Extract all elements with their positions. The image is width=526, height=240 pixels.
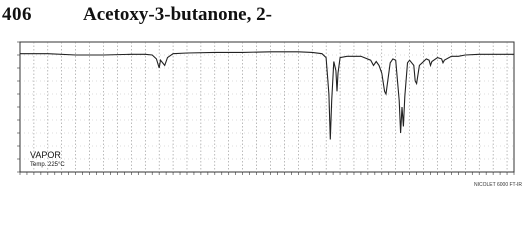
phase-label: VAPOR [30, 150, 61, 160]
plot-grid [20, 42, 514, 172]
compound-name: Acetoxy-3-butanone, 2- [83, 4, 272, 25]
spectrum-line [20, 51, 514, 140]
plot-frame [19, 41, 515, 173]
page-header: 406 Acetoxy-3-butanone, 2- [0, 0, 526, 28]
plot-ticks [17, 41, 515, 175]
entry-number: 406 [2, 4, 32, 25]
temperature-label: Temp. 225°C [30, 162, 65, 168]
plot-border [19, 41, 515, 173]
instrument-label: NICOLET 6000 FT-IR [474, 182, 522, 188]
ir-spectrum-chart: VAPOR Temp. 225°C NICOLET 6000 FT-IR [17, 41, 522, 188]
